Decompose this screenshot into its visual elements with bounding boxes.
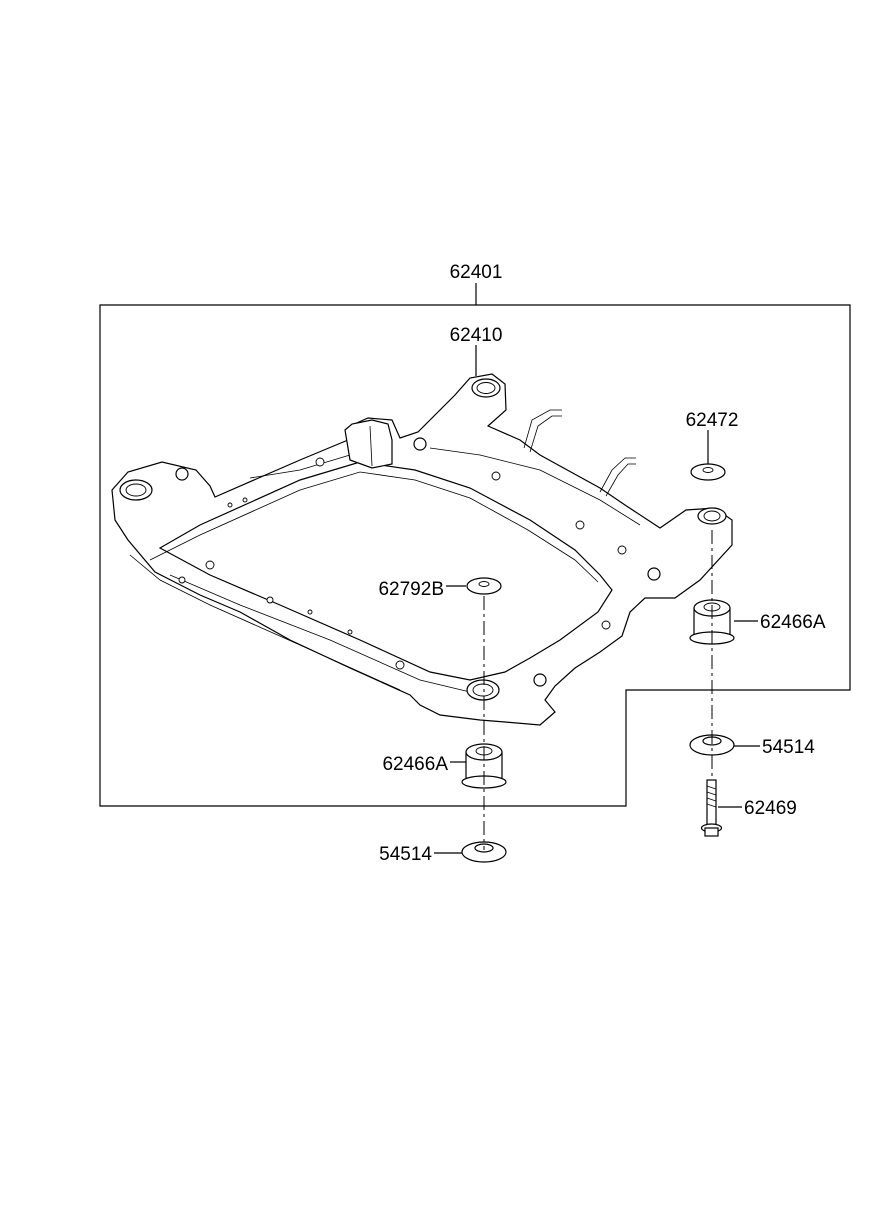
label-62472: 62472 (686, 410, 739, 431)
label-54514-front: 54514 (379, 844, 432, 865)
bushing-front (461, 743, 507, 789)
crossmember-frame (111, 373, 733, 726)
assembly-boundary (99, 304, 851, 807)
stopper-washer-front-upper (466, 577, 502, 595)
stopper-washer-rear-upper (690, 463, 726, 481)
label-62792b: 62792B (378, 579, 444, 600)
label-62466a-front: 62466A (382, 754, 448, 775)
label-62466a-rear: 62466A (760, 612, 826, 633)
label-62401: 62401 (450, 262, 503, 283)
label-54514-rear: 54514 (762, 737, 815, 758)
label-62410: 62410 (450, 325, 503, 346)
label-62469: 62469 (744, 798, 797, 819)
washer-front (461, 841, 507, 863)
bolt (700, 779, 723, 837)
